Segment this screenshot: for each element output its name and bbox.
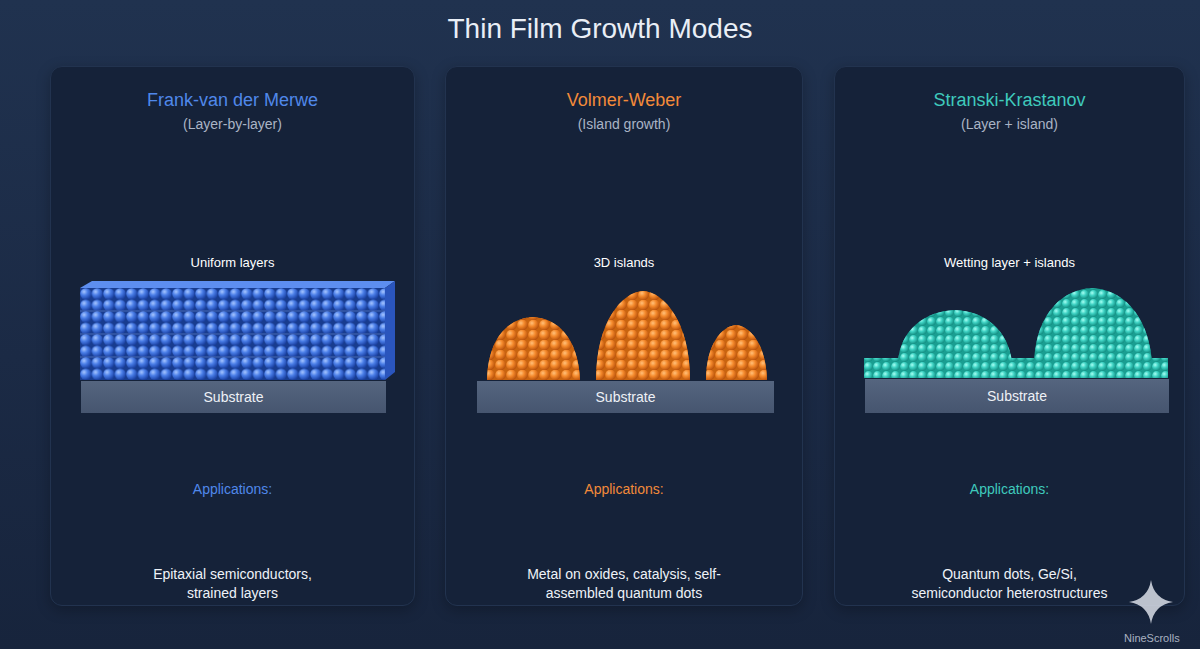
growth-mode-panel: Substrate Frank-van der Merwe (Layer-by-la…: [50, 66, 415, 606]
applications-heading: Applications:: [60, 481, 405, 498]
watermark-text: NineScrolls: [1124, 632, 1180, 644]
applications-text: Metal on oxides, catalysis, self-assembl…: [524, 565, 724, 603]
substrate-label: Substrate: [596, 389, 656, 405]
mode-name: Volmer-Weber: [455, 90, 793, 112]
applications-text: Epitaxial semiconductors, strained layer…: [138, 565, 328, 603]
substrate-block: Substrate: [865, 379, 1169, 413]
substrate-label: Substrate: [204, 389, 264, 405]
illustration-tag: Wetting layer + islands: [844, 255, 1175, 271]
substrate-label: Substrate: [987, 388, 1047, 404]
mode-subtitle: (Island growth): [455, 116, 793, 133]
growth-mode-panel: Substrate Volmer-Weber (Island growth) 3D i…: [445, 66, 803, 606]
diagram-title: Thin Film Growth Modes: [0, 13, 1200, 45]
illustration-tag: 3D islands: [455, 255, 793, 271]
illustration-tag: Uniform layers: [60, 255, 405, 271]
substrate-block: Substrate: [477, 381, 774, 413]
mode-name: Frank-van der Merwe: [60, 90, 405, 112]
applications-heading: Applications:: [455, 481, 793, 498]
mode-name: Stranski-Krastanov: [844, 90, 1175, 112]
applications-heading: Applications:: [844, 481, 1175, 498]
mode-subtitle: (Layer + island): [844, 116, 1175, 133]
substrate-block: Substrate: [81, 381, 386, 413]
mode-subtitle: (Layer-by-layer): [60, 116, 405, 133]
applications-text: Quantum dots, Ge/Si, semiconductor heter…: [905, 565, 1115, 603]
growth-mode-panel: Substrate Stranski-Krastanov (Layer + isla…: [834, 66, 1185, 606]
